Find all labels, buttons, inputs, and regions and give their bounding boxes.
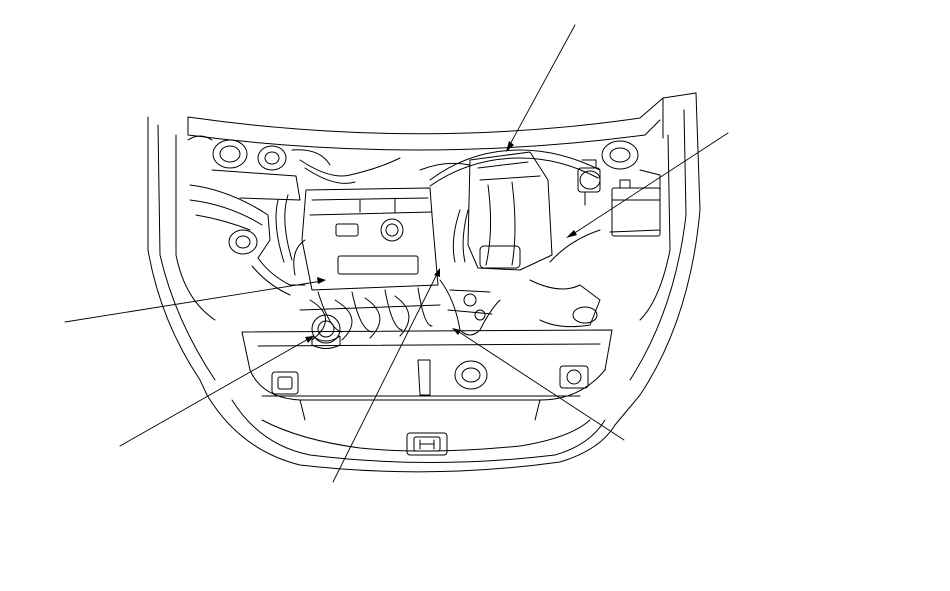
callout-top-center (508, 25, 575, 148)
wiring-harness (430, 150, 600, 262)
callout-bottom-center (333, 272, 438, 482)
front-bumper (207, 395, 615, 472)
air-cleaner-box (468, 152, 552, 270)
engine-badge (338, 256, 418, 274)
left-corner-light (272, 372, 298, 394)
coolant-reservoir (312, 315, 340, 349)
radiator-cap (418, 360, 487, 395)
hoses (252, 158, 400, 295)
callout-top-right (570, 133, 728, 236)
callout-leaders (65, 25, 728, 482)
intake-duct (420, 163, 470, 262)
body-outline (148, 93, 700, 472)
arrowhead (506, 141, 514, 152)
arrowhead (305, 336, 314, 343)
right-fender (615, 93, 700, 425)
hood-top-edge (188, 93, 696, 134)
washer-reservoir (190, 185, 270, 258)
brake-master-cylinder (578, 160, 600, 205)
arrowhead (434, 268, 440, 277)
arrowhead (452, 328, 461, 335)
front-emblem (407, 433, 447, 455)
left-fender (148, 117, 207, 395)
oil-filler-cap (381, 219, 403, 241)
engine-cover (294, 188, 438, 290)
arrowhead (566, 230, 577, 238)
transmission-area (440, 280, 600, 335)
battery (612, 180, 660, 236)
intake-manifold (300, 288, 440, 340)
left-strut-tower (188, 136, 330, 200)
arrowhead (317, 277, 326, 284)
callout-left-upper (65, 281, 322, 322)
callout-left-lower (120, 338, 310, 446)
callout-right-lower (456, 330, 624, 440)
right-corner-light (560, 366, 588, 388)
